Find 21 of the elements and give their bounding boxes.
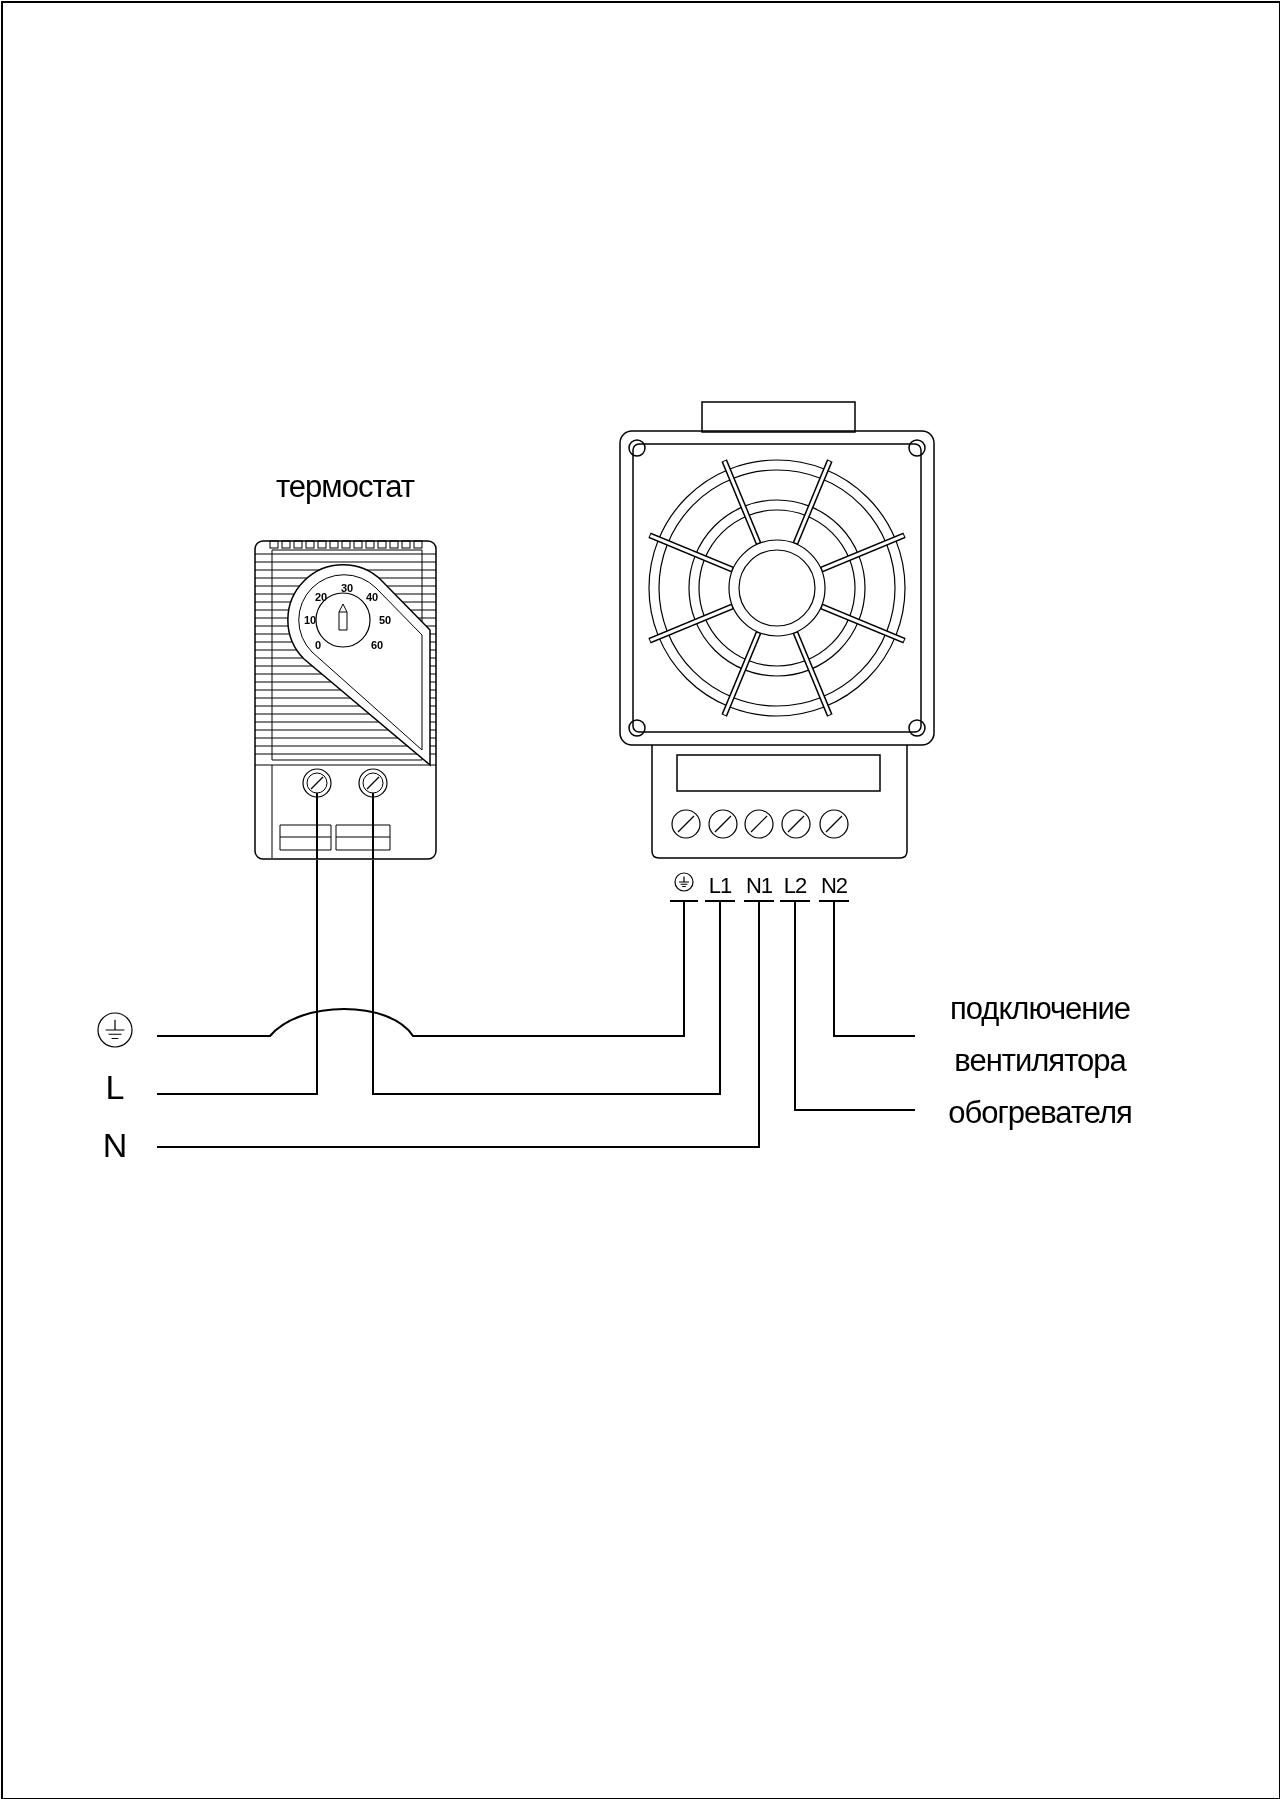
supply-line-label: N (101, 1125, 129, 1166)
device-title: термостат (275, 469, 416, 505)
connection-note: подключение вентилятора обогревателя (947, 990, 1133, 1132)
terminal-label: N2 (819, 872, 849, 902)
dial-scale-number: 50 (377, 613, 393, 627)
dial-scale-number: 10 (302, 613, 318, 627)
supply-line-label: L (104, 1067, 126, 1108)
terminal-label: N1 (744, 872, 774, 902)
dial-scale-number: 20 (313, 590, 329, 604)
dial-scale-number: 40 (364, 590, 380, 604)
wire (372, 859, 721, 1095)
wire (156, 901, 760, 1148)
dial-scale-number: 0 (313, 638, 323, 652)
wire (833, 901, 916, 1037)
terminal-label: L2 (780, 872, 810, 902)
wire (156, 901, 685, 1037)
wire (794, 901, 916, 1111)
dial-scale-number: 30 (339, 581, 355, 595)
dial-scale-number: 60 (369, 638, 385, 652)
terminal-label: L1 (705, 872, 735, 902)
wire (156, 859, 318, 1095)
